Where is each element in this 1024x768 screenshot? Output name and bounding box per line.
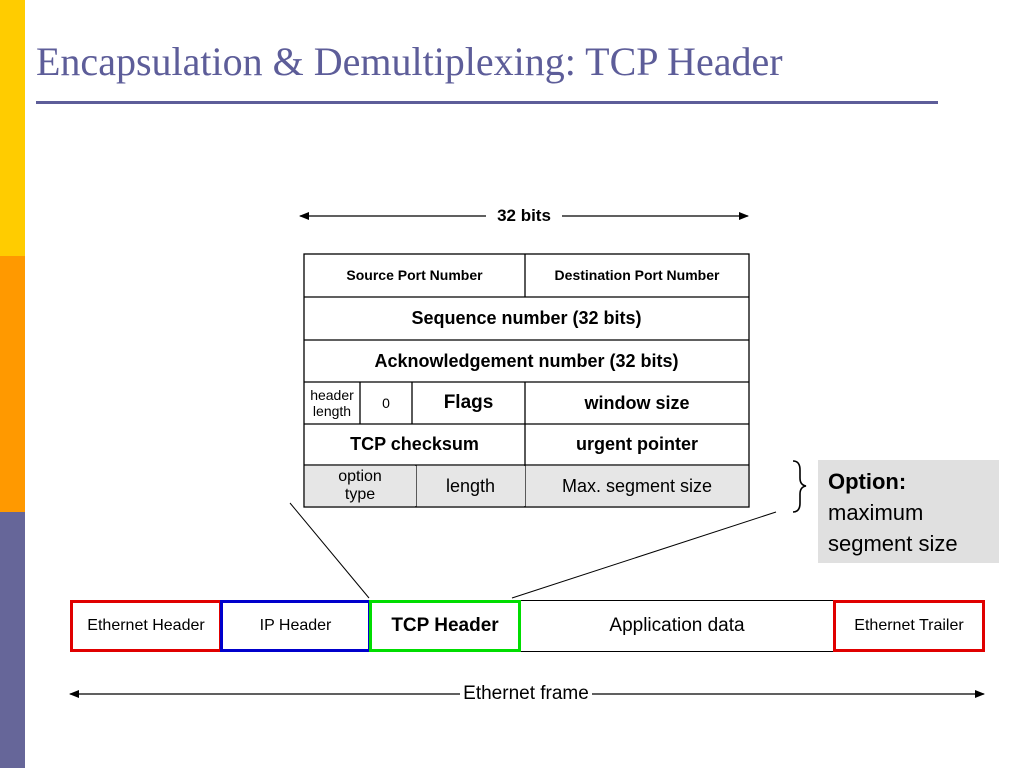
sidebar-segment-yellow bbox=[0, 0, 25, 256]
urgent-pointer-cell: urgent pointer bbox=[576, 434, 698, 455]
header-width-label: 32 bits bbox=[497, 206, 551, 225]
tcp-header-box: TCP Header bbox=[369, 600, 521, 652]
option-type-cell: option type bbox=[304, 465, 416, 507]
flags-cell: Flags bbox=[443, 392, 494, 414]
ethernet-trailer-box: Ethernet Trailer bbox=[833, 600, 985, 652]
slide-title: Encapsulation & Demultiplexing: TCP Head… bbox=[36, 39, 783, 84]
ethernet-frame-label: Ethernet frame bbox=[463, 683, 589, 704]
header-length-cell: header length bbox=[304, 382, 360, 424]
option-brace bbox=[792, 460, 807, 513]
option-value-shade bbox=[526, 466, 748, 506]
destination-port-cell: Destination Port Number bbox=[554, 267, 720, 284]
zoom-line-left bbox=[289, 502, 370, 599]
callout-line1: maximum bbox=[828, 500, 924, 525]
ip-header-box: IP Header bbox=[220, 600, 371, 652]
sidebar-color-bar bbox=[0, 0, 25, 768]
option-callout: Option: maximum segment size bbox=[818, 460, 999, 563]
window-size-cell: window size bbox=[584, 392, 690, 413]
option-type-line1: option bbox=[338, 467, 382, 485]
option-length-cell: length bbox=[445, 475, 496, 496]
zoom-line-right bbox=[511, 511, 777, 599]
sequence-number-cell: Sequence number (32 bits) bbox=[411, 308, 642, 329]
callout-line2: segment size bbox=[828, 531, 958, 556]
callout-heading: Option: bbox=[828, 469, 907, 494]
option-type-line2: type bbox=[344, 486, 376, 503]
title-underline bbox=[36, 101, 938, 104]
source-port-cell: Source Port Number bbox=[346, 267, 483, 284]
option-type-shade bbox=[305, 466, 416, 506]
reserved-zero-cell: 0 bbox=[382, 394, 390, 411]
application-data-box: Application data bbox=[517, 600, 837, 652]
tcp-checksum-cell: TCP checksum bbox=[350, 434, 479, 455]
header-length-line2: length bbox=[312, 403, 352, 419]
sidebar-segment-orange bbox=[0, 256, 25, 512]
option-length-shade bbox=[417, 466, 525, 506]
option-value-cell: Max. segment size bbox=[561, 475, 713, 496]
header-length-line1: header bbox=[310, 386, 354, 403]
ack-number-cell: Acknowledgement number (32 bits) bbox=[374, 350, 679, 371]
ethernet-header-box: Ethernet Header bbox=[70, 600, 222, 652]
sidebar-segment-purple bbox=[0, 512, 25, 768]
